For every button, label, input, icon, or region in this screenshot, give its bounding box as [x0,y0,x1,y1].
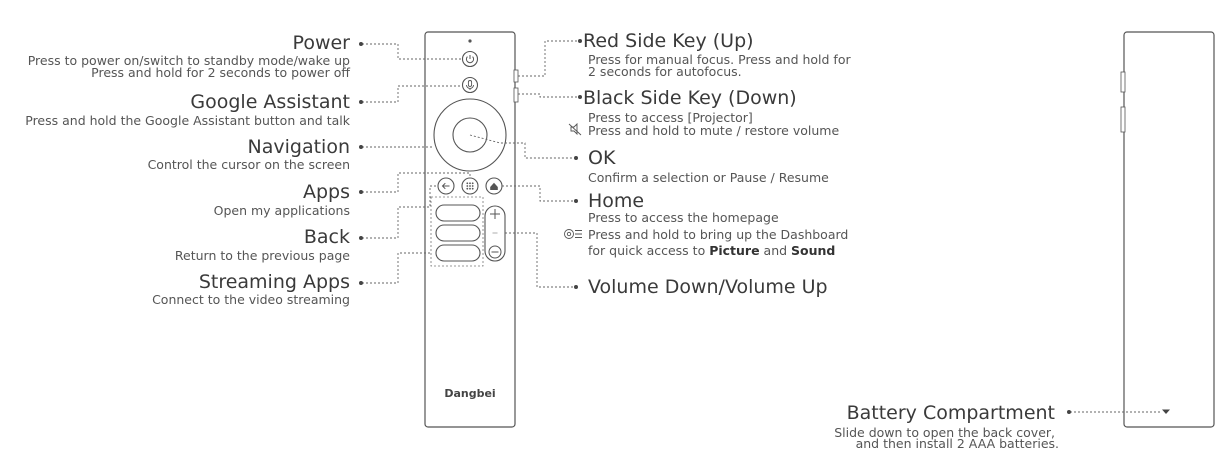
assistant-desc: Press and hold the Google Assistant butt… [25,113,350,128]
back-title: Back [303,226,350,248]
streaming-button-1 [435,204,481,222]
volume-rocker [484,205,506,262]
streaming-desc: Connect to the video streaming [152,292,350,307]
home-desc-3-mid: and [759,243,792,258]
dashboard-settings-icon [564,229,582,239]
apps-desc: Open my applications [213,203,350,218]
remote-back-body [1123,31,1215,428]
red-key-desc-2: 2 seconds for autofocus. [588,64,742,79]
apps-button-icon [461,177,479,195]
volume-title: Volume Down/Volume Up [588,276,828,298]
black-side-key [513,87,519,103]
power-title: Power [292,32,350,54]
power-desc-2: Press and hold for 2 seconds to power of… [91,65,350,80]
microphone-icon [461,76,479,94]
home-title: Home [588,190,645,212]
home-desc-2: Press and hold to bring up the Dashboard [588,227,849,242]
apps-title: Apps [302,181,350,203]
home-button-icon [485,177,503,195]
red-key-desc-1: Press for manual focus. Press and hold f… [588,52,851,67]
black-key-title: Black Side Key (Down) [583,87,797,109]
power-button-icon [461,50,479,68]
streaming-title: Streaming Apps [198,271,350,293]
ok-title: OK [588,147,616,169]
remote-brand: Dangbei [444,387,496,400]
home-desc-3: for quick access to Picture and Sound [588,244,835,257]
streaming-frame [430,196,484,267]
home-desc-3-picture: Picture [709,243,760,258]
navigation-desc: Control the cursor on the screen [147,157,350,172]
battery-desc-2: and then install 2 AAA batteries. [855,436,1059,451]
black-key-desc-1: Press to access [Projector] [588,110,753,125]
power-desc-1: Press to power on/switch to standby mode… [27,53,350,68]
home-desc-1: Press to access the homepage [588,210,779,225]
home-desc-3-pre: for quick access to [588,243,710,258]
black-key-desc-2: Press and hold to mute / restore volume [588,123,840,138]
back-desc: Return to the previous page [174,248,350,263]
mute-icon [568,122,582,136]
back-button-icon [437,177,455,195]
assistant-title: Google Assistant [190,91,350,113]
navigation-title: Navigation [247,136,350,158]
ok-desc: Confirm a selection or Pause / Resume [588,170,829,185]
streaming-button-3 [435,244,481,262]
indicator-light [468,39,472,43]
battery-desc-1: Slide down to open the back cover, [834,425,1055,440]
battery-title: Battery Compartment [846,402,1055,424]
red-key-title: Red Side Key (Up) [583,30,754,52]
streaming-button-2 [435,224,481,242]
home-desc-3-sound: Sound [791,243,836,258]
red-side-key [513,69,519,83]
